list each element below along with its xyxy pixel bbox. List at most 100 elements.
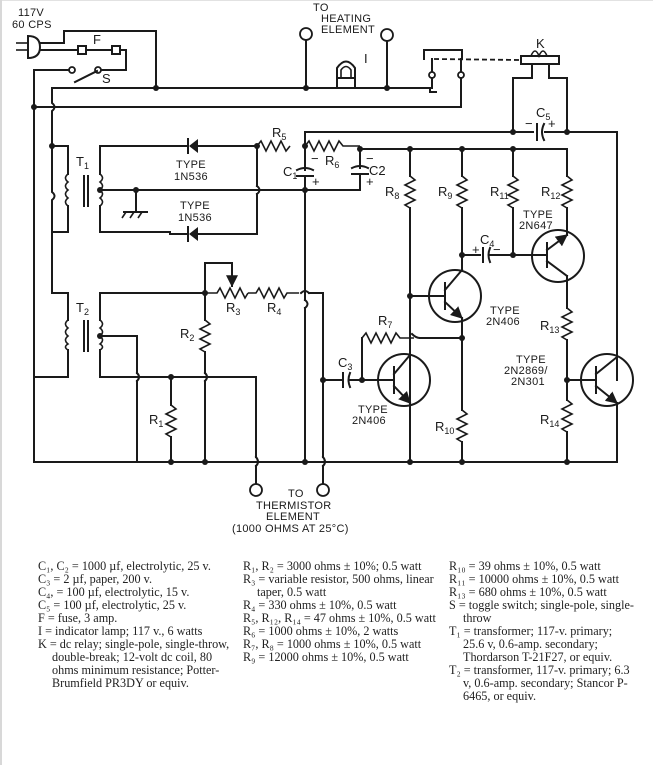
- part-relay: K = dc relay; single-pole, single-throw,…: [38, 637, 230, 690]
- transistor-2n647: [531, 229, 585, 283]
- q-2n406-upper-model: 2N406: [486, 316, 520, 328]
- heating-label-3: ELEMENT: [321, 24, 375, 36]
- part-r9: R₉ = 12000 ohms ± 10%, 0.5 watt: [243, 650, 409, 664]
- transformer-t2: [33, 231, 206, 378]
- resistor-r11: [506, 175, 520, 209]
- diode-bottom-type: TYPE: [180, 200, 210, 212]
- r6-label: R6: [325, 153, 339, 170]
- fuse-label: F: [93, 32, 101, 47]
- capacitor-c3: [342, 371, 352, 389]
- thermistor-label-2: THERMISTOR: [256, 500, 332, 512]
- resistor-r14: [560, 399, 574, 433]
- c4-label: C4: [480, 232, 494, 249]
- heating-terminal-left: [299, 27, 313, 41]
- part-c4: C₄, = 100 µf, electrolytic, 15 v.: [38, 585, 190, 599]
- relay-label: K: [536, 36, 545, 51]
- part-c5: C₅ = 100 µf, electrolytic, 25 v.: [38, 598, 187, 612]
- relay-coil: [520, 50, 560, 65]
- transistor-2n406-lower: [377, 353, 431, 407]
- part-r11: R₁₁ = 10000 ohms ± 10%, 0.5 watt: [449, 572, 620, 586]
- q-2n406-upper-type: TYPE: [490, 305, 520, 317]
- thermistor-terminal-left: [249, 483, 263, 497]
- r4-label: R4: [267, 300, 281, 317]
- t1-label: T1: [76, 154, 89, 171]
- part-c1-c2: C₁, C₂ = 1000 µf, electrolytic, 25 v.: [38, 559, 211, 573]
- part-lamp: I = indicator lamp; 117 v., 6 watts: [38, 624, 203, 638]
- resistor-r2: [198, 319, 212, 353]
- c5-minus: −: [525, 116, 533, 131]
- r11-label: R11: [490, 184, 509, 201]
- part-t1: T₁ = transformer; 117-v. primary; 25.6 v…: [449, 624, 613, 664]
- part-r3: R₃ = variable resistor, 500 ohms, linear…: [243, 572, 434, 599]
- parts-list-column-3: R₁₀ = 39 ohms ± 10%, 0.5 watt R₁₁ = 1000…: [449, 560, 635, 703]
- part-r7-r8: R₇, R₈ = 1000 ohms ± 10%, 0.5 watt: [243, 637, 422, 651]
- part-r1-r2: R₁, R₂ = 3000 ohms ± 10%; 0.5 watt: [243, 559, 422, 573]
- c1-minus: −: [311, 151, 319, 166]
- relay-contacts: [423, 49, 521, 79]
- resistor-r9: [455, 175, 469, 209]
- part-switch: S = toggle switch; single-pole, single-t…: [449, 598, 634, 625]
- r9-label: R9: [438, 184, 452, 201]
- q-2n647-type: TYPE: [523, 209, 553, 221]
- diode-top-type: TYPE: [176, 159, 206, 171]
- heating-terminal-right: [380, 28, 394, 42]
- c1-label: C1: [283, 164, 297, 181]
- capacitor-c4: [482, 246, 492, 264]
- part-r10: R₁₀ = 39 ohms ± 10%, 0.5 watt: [449, 559, 601, 573]
- q-2n406-lower-model: 2N406: [352, 415, 386, 427]
- q-2n647-model: 2N647: [519, 220, 553, 232]
- transistor-2n406-upper: [428, 268, 482, 323]
- capacitor-c5: [536, 122, 546, 142]
- q-2n406-lower-type: TYPE: [358, 404, 388, 416]
- resistor-r5: [256, 139, 291, 153]
- r1-label: R1: [149, 412, 163, 429]
- page-top-border: [0, 0, 653, 1]
- lamp-label: I: [364, 51, 368, 66]
- diode-top-model: 1N536: [174, 171, 208, 183]
- part-r5-r12-r14: R₅, R₁₂, R₁₄ = 47 ohms ± 10%, 0.5 watt: [243, 611, 436, 625]
- c3-label: C3: [338, 355, 352, 372]
- circuit-schematic: 117V 60 CPS F S TO HEATING ELEMENT: [12, 2, 634, 535]
- switch-label: S: [102, 71, 111, 86]
- transistor-2n2869: [580, 353, 634, 407]
- thermistor-label-1: TO: [288, 488, 304, 500]
- diode-bottom-model: 1N536: [178, 212, 212, 224]
- q-2n2869-model: 2N2869/: [504, 365, 548, 377]
- c2-label: C2: [369, 163, 386, 178]
- resistor-r10: [455, 409, 469, 443]
- heating-label-1: TO: [313, 2, 329, 14]
- thermistor-terminal-right: [316, 483, 330, 497]
- c5-label: C5: [536, 105, 550, 122]
- part-r6: R₆ = 1000 ohms ± 10%, 2 watts: [243, 624, 399, 638]
- c5-plus: +: [548, 116, 556, 131]
- parts-list-column-2: R₁, R₂ = 3000 ohms ± 10%; 0.5 watt R₃ = …: [243, 560, 443, 664]
- thermistor-label-4: (1000 OHMS AT 25°C): [232, 523, 349, 535]
- t2-label: T2: [76, 300, 89, 317]
- resistor-r13: [560, 307, 574, 341]
- diode-bottom: [187, 226, 198, 242]
- indicator-lamp: [336, 60, 356, 89]
- r8-label: R8: [385, 184, 399, 201]
- resistor-r3: [205, 286, 249, 300]
- diode-top: [187, 138, 198, 154]
- thermistor-label-3: ELEMENT: [266, 511, 320, 523]
- ac-plug-icon: [16, 34, 42, 60]
- c2-minus: −: [366, 151, 374, 166]
- resistor-r12: [560, 175, 574, 209]
- page-left-border: [0, 0, 2, 765]
- part-fuse: F = fuse, 3 amp.: [38, 611, 118, 625]
- capacitor-c2: [304, 148, 370, 191]
- toggle-switch: [68, 66, 102, 84]
- q-2n2869-alt: 2N301: [511, 376, 545, 388]
- r7-label: R7: [378, 313, 392, 330]
- part-r4: R₄ = 330 ohms ± 10%, 0.5 watt: [243, 598, 397, 612]
- resistor-r4: [248, 286, 299, 300]
- power-frequency-label: 60 CPS: [12, 19, 52, 31]
- c4-plus: +: [472, 242, 480, 257]
- resistor-r8: [403, 175, 417, 209]
- c4-minus: −: [493, 242, 501, 257]
- part-c3: C₃ = 2 µf, paper, 200 v.: [38, 572, 153, 586]
- c2-plus: +: [366, 174, 374, 189]
- c1-plus: +: [312, 174, 320, 189]
- parts-list-column-1: C₁, C₂ = 1000 µf, electrolytic, 25 v. C₃…: [38, 560, 230, 690]
